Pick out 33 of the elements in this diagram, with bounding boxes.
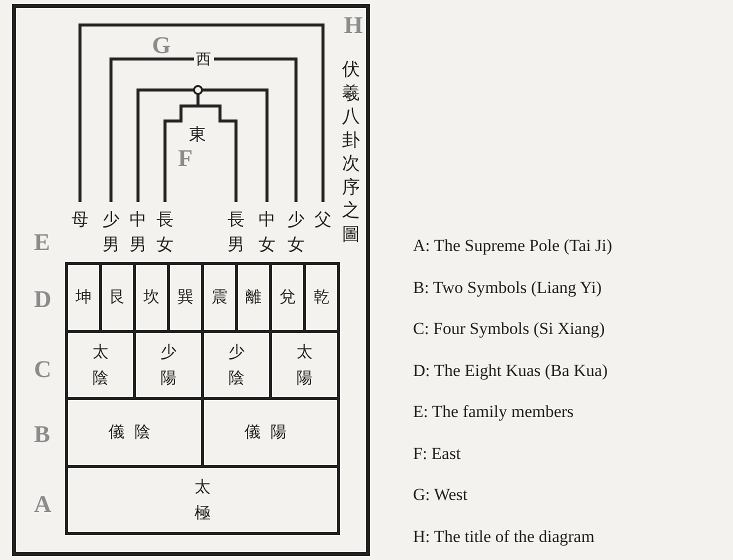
- callout-letter: B: [34, 423, 50, 447]
- table-cell: 坤: [65, 262, 102, 333]
- key-text: G: West: [413, 485, 468, 505]
- table-cell: 太極: [65, 465, 340, 535]
- key-text: E: The family members: [413, 402, 574, 422]
- family-member-label: 中男: [129, 208, 147, 258]
- family-member-label: 母: [71, 208, 89, 233]
- bracket-line: [110, 58, 298, 202]
- family-member-label: 少男: [102, 208, 120, 258]
- key-text: A: The Supreme Pole (Tai Ji): [413, 236, 612, 256]
- callout-letter: A: [34, 493, 52, 517]
- bracket-line: [78, 24, 324, 202]
- family-member-label: 長男: [227, 208, 245, 258]
- key-text: D: The Eight Kuas (Ba Kua): [413, 360, 608, 380]
- table-cell: 乾: [303, 262, 340, 333]
- bracket-line: [136, 88, 268, 202]
- family-member-label: 少女: [287, 208, 305, 258]
- family-member-label: 父: [314, 208, 332, 233]
- callout-letter: F: [178, 147, 193, 171]
- key-text: H: The title of the diagram: [413, 526, 594, 546]
- key-text: F: East: [413, 444, 461, 464]
- callout-letter: D: [34, 288, 52, 312]
- family-member-label: 中女: [258, 208, 276, 258]
- callout-letter: E: [34, 231, 50, 255]
- callout-letter: C: [34, 358, 52, 382]
- key-text: C: Four Symbols (Si Xiang): [413, 319, 605, 339]
- family-member-label: 長女: [156, 208, 174, 258]
- title: 伏羲八卦次序之圖: [341, 58, 361, 246]
- callout-letter: H: [344, 14, 363, 38]
- callout-letter: G: [152, 34, 171, 58]
- bracket-line: [164, 104, 238, 202]
- direction-label: 東: [189, 124, 206, 146]
- key-text: B: Two Symbols (Liang Yi): [413, 278, 602, 298]
